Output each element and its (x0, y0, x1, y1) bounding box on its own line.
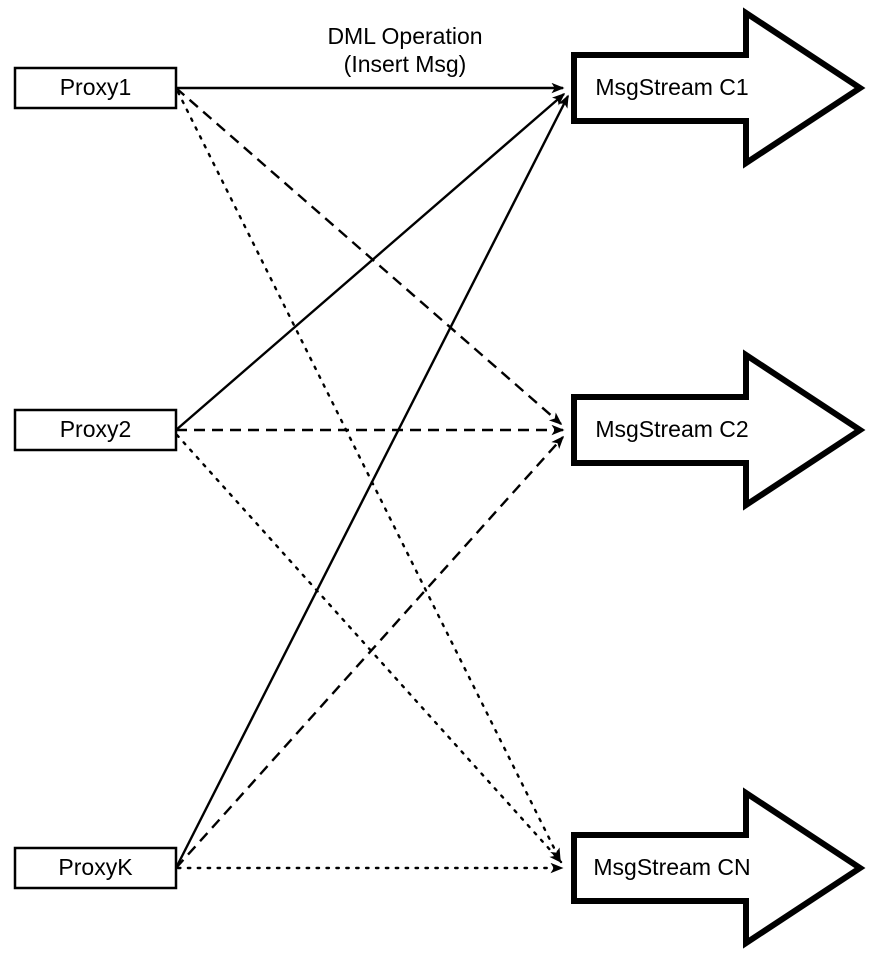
msgstream-node-c2[interactable]: MsgStream C2 (571, 349, 866, 511)
proxyk-box[interactable] (13, 846, 178, 890)
msgstream-c1-arrow-shape[interactable] (571, 7, 866, 169)
msgstream-node-cn[interactable]: MsgStream CN (571, 787, 866, 949)
proxy2-label: Proxy2 (60, 416, 132, 442)
edge-proxyk-to-stream-c1 (174, 94, 570, 869)
msgstream-c2-label: MsgStream C2 (595, 416, 748, 442)
msgstream-c2-arrow-shape[interactable] (571, 349, 866, 511)
msgstream-cn-label: MsgStream CN (593, 854, 750, 880)
proxyk-label: ProxyK (58, 854, 133, 880)
msgstream-c1-label: MsgStream C1 (595, 74, 748, 100)
annotation-line-1: DML Operation (327, 23, 482, 49)
proxy2-box[interactable] (13, 408, 178, 452)
proxy1-label: Proxy1 (60, 74, 132, 100)
edge-proxy1-to-stream-c2 (175, 87, 563, 425)
proxy1-box[interactable] (13, 66, 178, 110)
msgstream-node-c1[interactable]: MsgStream C1 (571, 7, 866, 169)
edge-proxy2-to-stream-c1 (175, 93, 566, 431)
proxy-node-proxy1[interactable]: Proxy1 (13, 66, 178, 110)
edge-group-proxy2 (175, 93, 566, 864)
msgstream-cn-arrow-shape[interactable] (571, 787, 866, 949)
edge-proxy1-to-stream-cn (176, 90, 562, 862)
edge-proxy2-to-stream-cn (175, 433, 563, 864)
edge-proxyk-to-stream-c2 (175, 435, 565, 869)
edge-group-proxyk (174, 94, 570, 874)
edge-group-proxy1 (175, 82, 565, 862)
proxy-node-proxy2[interactable]: Proxy2 (13, 408, 178, 452)
annotation-line-2: (Insert Msg) (344, 51, 467, 77)
proxy-node-proxyk[interactable]: ProxyK (13, 846, 178, 890)
dml-operation-annotation: DML Operation (Insert Msg) (327, 23, 482, 77)
